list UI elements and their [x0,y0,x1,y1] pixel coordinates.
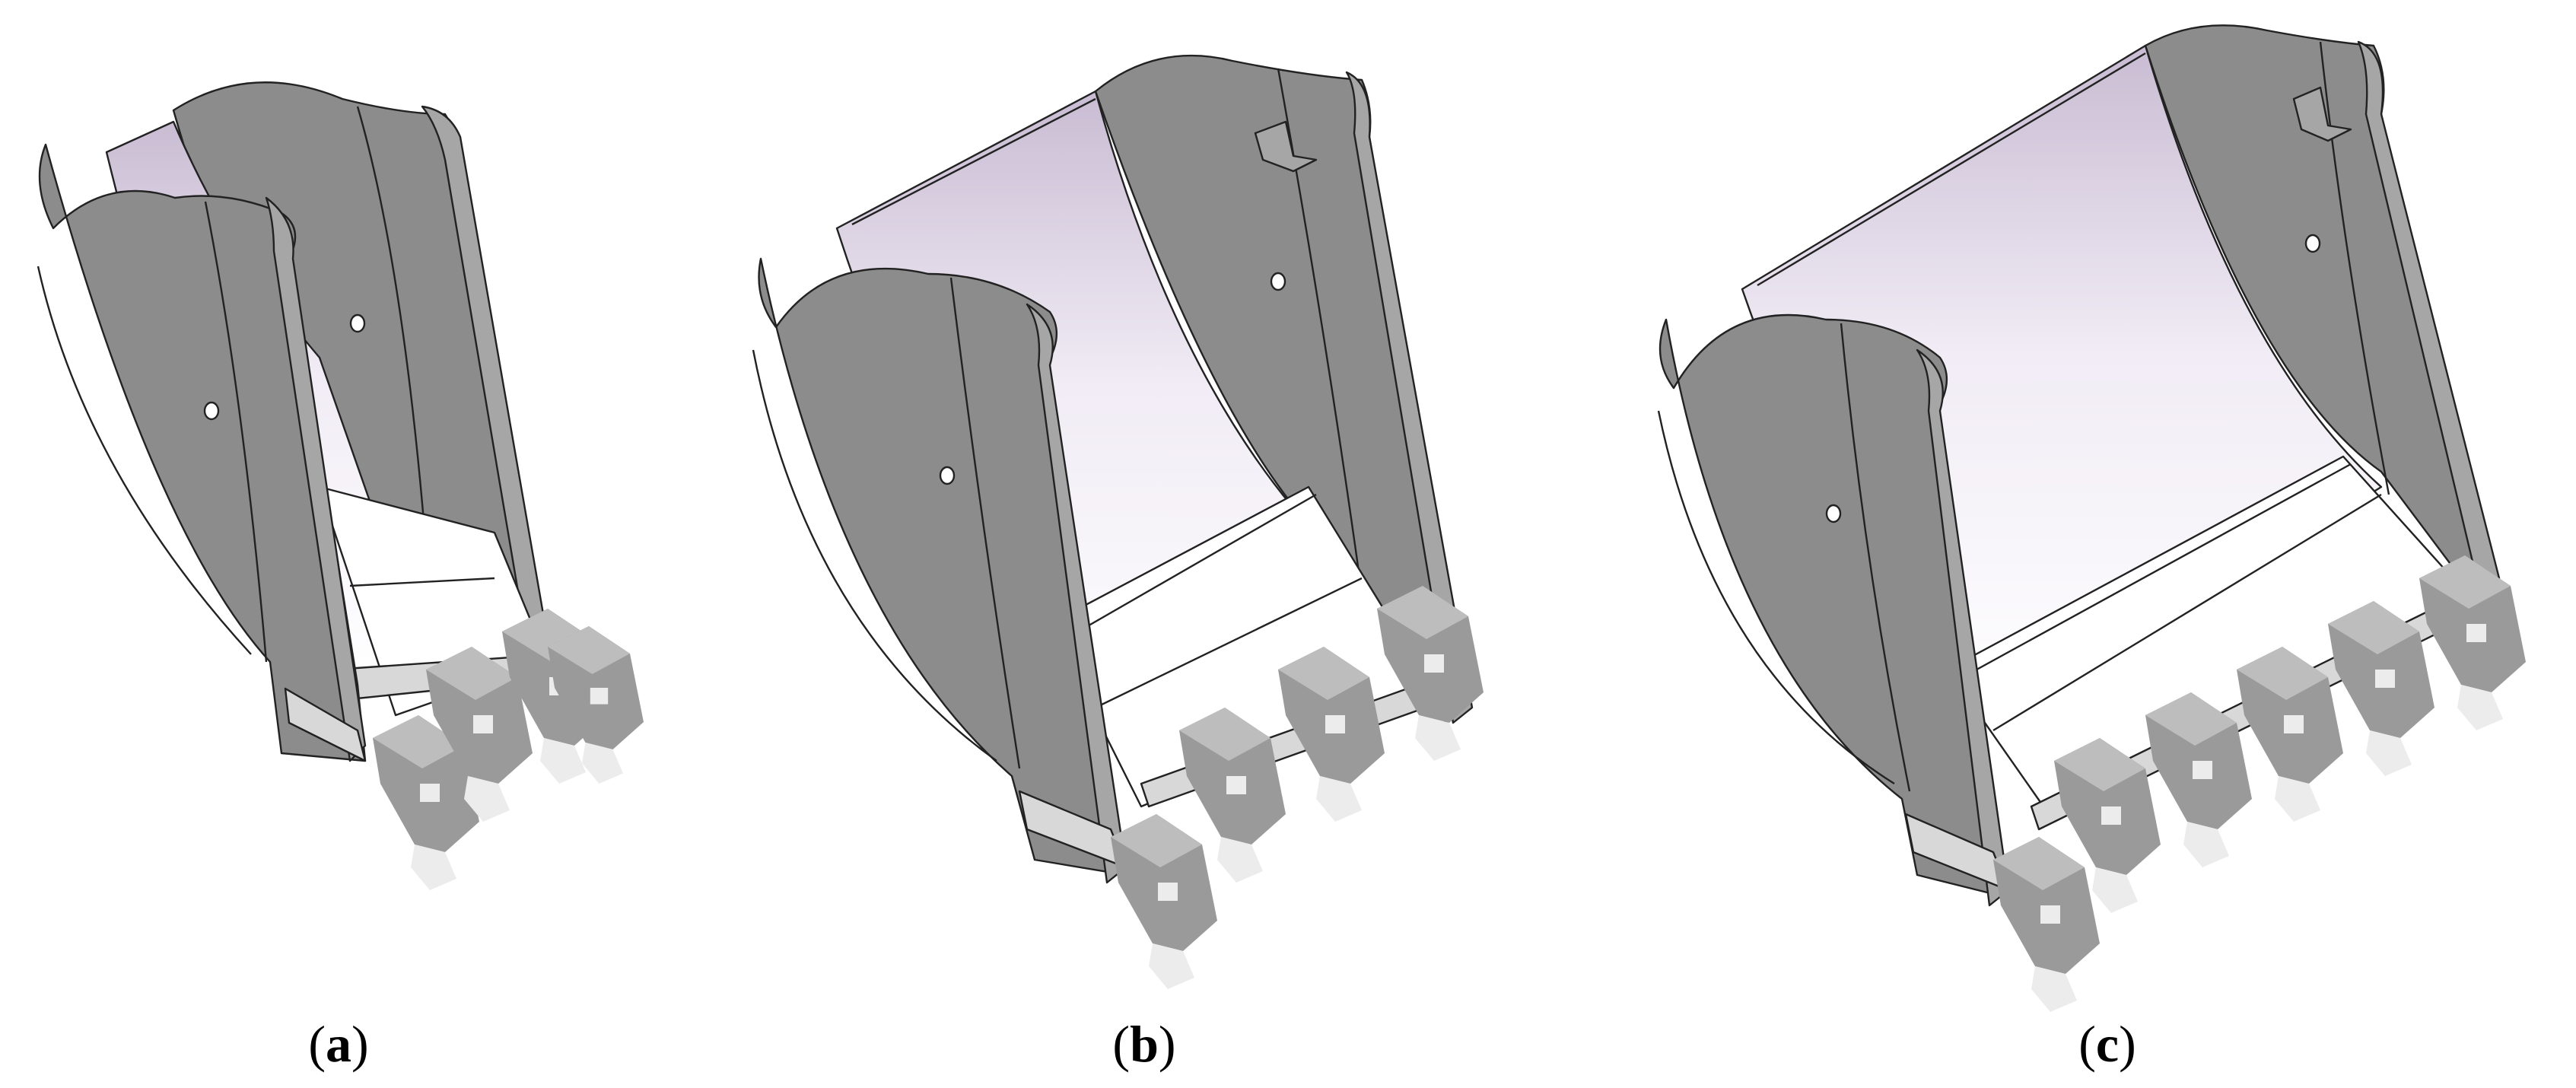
caption-a: (a) [308,1015,368,1073]
bucket-tooth [1111,814,1217,989]
bucket-c [1657,24,2526,1012]
bucket-b [752,54,1484,989]
caption-c: (c) [2078,1015,2136,1073]
bucket-tooth [2419,555,2526,730]
bucket-tooth [1993,837,2100,1012]
caption-b: (b) [1112,1015,1175,1073]
bucket-a [37,81,644,890]
